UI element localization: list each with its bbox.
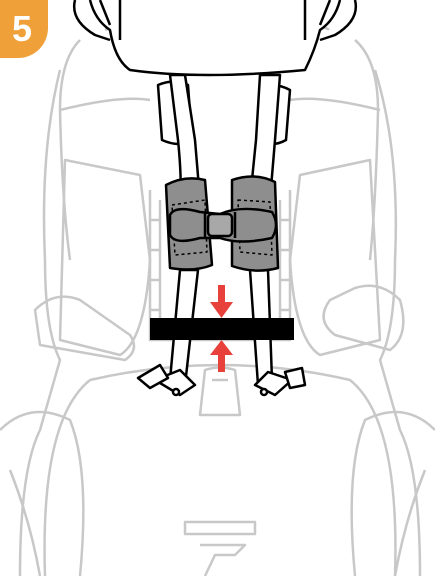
chest-clip	[170, 209, 276, 242]
step-number: 5	[12, 8, 32, 50]
arrow-down-icon	[210, 285, 233, 318]
chest-level-marker	[150, 318, 294, 340]
seat-shell	[0, 10, 435, 576]
headrest	[74, 0, 356, 75]
